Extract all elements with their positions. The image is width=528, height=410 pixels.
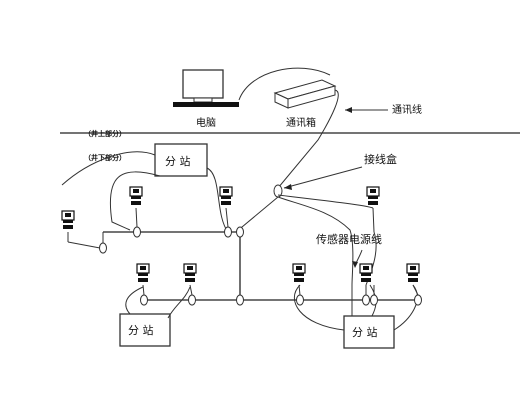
computer-comm-cable xyxy=(238,67,331,101)
comm-line-label: 通讯线 xyxy=(392,103,422,116)
substation-left-cable xyxy=(109,171,161,231)
right-branch-cable xyxy=(277,196,354,286)
sensors-group xyxy=(61,186,420,282)
sensor-power-line-label: 传感器电源线 xyxy=(316,232,382,246)
bus-node xyxy=(140,294,148,306)
sensor-icon xyxy=(61,210,75,229)
junction-box-arrow xyxy=(283,166,363,189)
substation-lower-right-box xyxy=(343,315,395,349)
bus-node xyxy=(362,294,370,306)
substation-lower-left-label: 分 站 xyxy=(128,323,154,337)
sensor-icon xyxy=(136,263,150,282)
bus-node xyxy=(133,226,141,238)
comm-line-arrowhead xyxy=(345,107,352,113)
sensor-icon xyxy=(219,186,233,205)
sensor-icon xyxy=(359,263,373,282)
bus-node xyxy=(236,226,244,238)
sensor-icon xyxy=(129,186,143,205)
bus-node xyxy=(370,294,378,306)
sensor-icon xyxy=(366,186,380,205)
bus-nodes xyxy=(99,226,422,306)
substation-top-box xyxy=(154,143,208,177)
above-ground-label: （井上部分） xyxy=(84,129,126,138)
bus-node xyxy=(296,294,304,306)
sensor-icon xyxy=(183,263,197,282)
junction-to-sensor-r xyxy=(277,194,374,209)
bus-node xyxy=(99,242,107,254)
substation-right-cable xyxy=(206,167,229,233)
sensor-icon xyxy=(406,263,420,282)
bus-node xyxy=(236,294,244,306)
below-ground-label: （井下部分） xyxy=(84,153,126,162)
bus-node xyxy=(414,294,422,306)
sensor-power-arrowhead xyxy=(352,261,358,268)
comm-box-label: 通讯箱 xyxy=(286,116,316,129)
bus-node xyxy=(224,226,232,238)
computer-label: 电脑 xyxy=(196,116,216,129)
comm-box-icon xyxy=(273,79,337,109)
substation-lower-left-box xyxy=(119,313,171,347)
computer-icon xyxy=(173,69,239,107)
upper-bus-to-junction xyxy=(235,196,279,233)
junction-box-arrowhead xyxy=(284,184,292,190)
bus-node xyxy=(188,294,196,306)
main-comm-line xyxy=(277,89,339,189)
left-cable-top xyxy=(61,151,156,186)
substation-top-label: 分 站 xyxy=(165,154,191,168)
junction-box-label: 接线盒 xyxy=(364,152,397,166)
substation-lower-right-label: 分 站 xyxy=(352,325,378,339)
sensor-icon xyxy=(292,263,306,282)
